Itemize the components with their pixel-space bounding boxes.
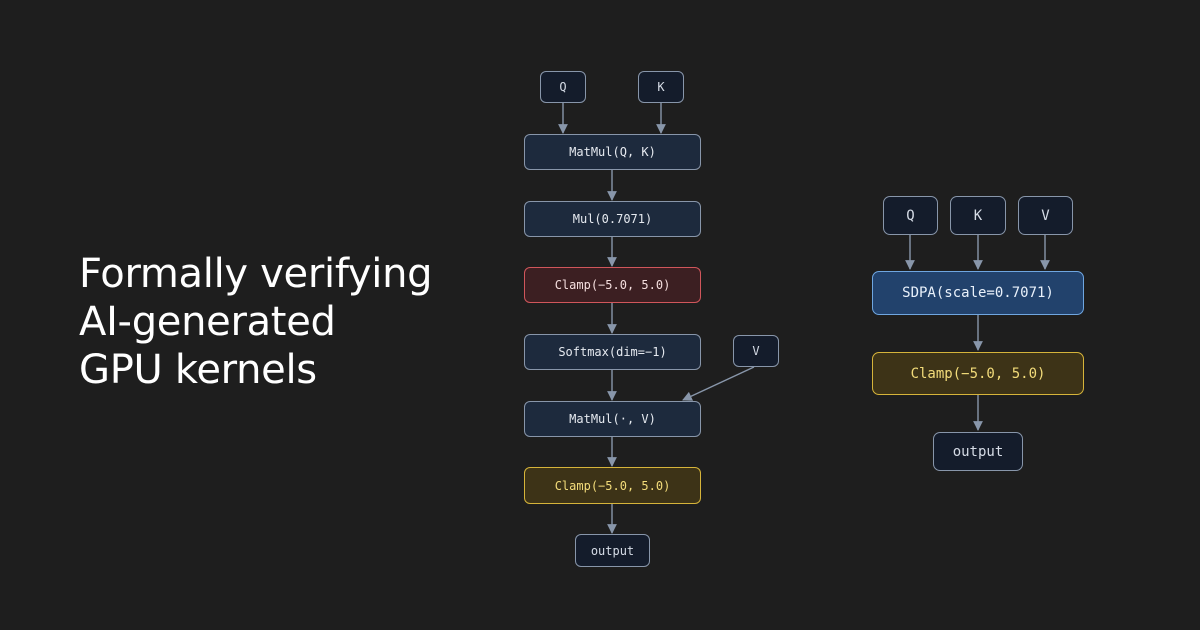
left-softmax-node: Softmax(dim=−1) [524,334,701,370]
headline-line-2: AI-generated [79,299,336,345]
left-mul-node: Mul(0.7071) [524,201,701,237]
left-v-node: V [733,335,779,367]
headline: Formally verifying AI-generated GPU kern… [79,250,433,394]
right-sdpa-node: SDPA(scale=0.7071) [872,271,1084,315]
headline-line-1: Formally verifying [79,251,433,297]
right-output-node: output [933,432,1023,471]
right-v-node: V [1018,196,1073,235]
edge-v-to-matmulv [682,366,755,401]
left-clamp-red-node: Clamp(−5.0, 5.0) [524,267,701,303]
left-matmul-v-node: MatMul(·, V) [524,401,701,437]
right-clamp-yellow-node: Clamp(−5.0, 5.0) [872,352,1084,395]
left-k-node: K [638,71,684,103]
left-clamp-yellow-node: Clamp(−5.0, 5.0) [524,467,701,504]
left-q-node: Q [540,71,586,103]
right-q-node: Q [883,196,938,235]
left-matmul-qk-node: MatMul(Q, K) [524,134,701,170]
headline-line-3: GPU kernels [79,347,317,393]
left-output-node: output [575,534,650,567]
right-k-node: K [950,196,1006,235]
